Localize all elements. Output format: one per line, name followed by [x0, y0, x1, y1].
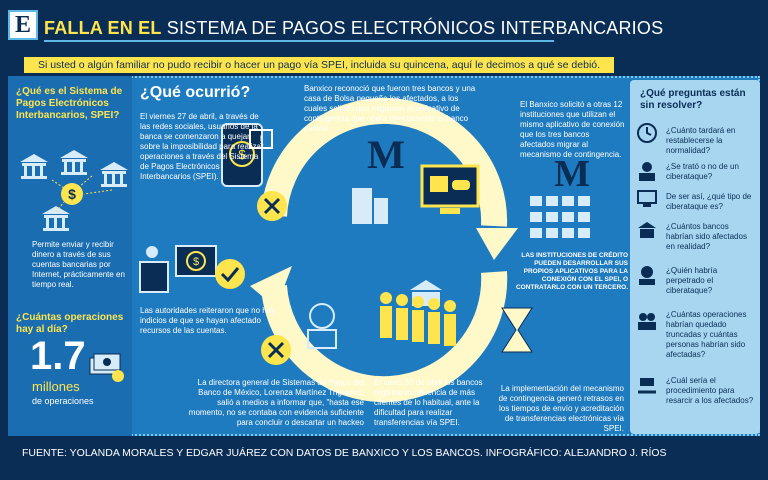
- bank-icon: [60, 150, 88, 175]
- mobile-payment-icon: $: [221, 123, 263, 187]
- dollar-coin-icon: $: [61, 183, 83, 205]
- footer-credits: FUENTE: YOLANDA MORALES Y EDGAR JUÁREZ C…: [22, 447, 667, 459]
- question-item: ¿Cuál sería el procedimiento para resarc…: [666, 376, 754, 405]
- hourglass-icon: [501, 307, 533, 353]
- cycle-arrow-top: [261, 97, 508, 227]
- cycle-arrowhead-right: [476, 228, 518, 260]
- title-rest: SISTEMA DE PAGOS ELECTRÓNICOS INTERBANCA…: [166, 18, 664, 38]
- bank-icon: [20, 154, 48, 179]
- building-icon: [352, 188, 388, 224]
- bank-icons-cluster: $: [20, 150, 128, 231]
- svg-text:$: $: [68, 186, 76, 202]
- bank-icon: [100, 162, 128, 187]
- banxico-logo: M: [554, 153, 590, 195]
- hand-money-icon: [638, 378, 656, 394]
- computer-icon: [637, 190, 657, 207]
- bank-icons-grid: [530, 196, 590, 238]
- x-mark-icon: [261, 335, 291, 365]
- svg-text:!: !: [259, 133, 262, 147]
- bank-icon: [638, 222, 656, 238]
- page-title: FALLA EN EL SISTEMA DE PAGOS ELECTRÓNICO…: [44, 18, 663, 39]
- thief-icon: [639, 266, 655, 285]
- question-item: ¿Se trató o no de un ciberataque?: [666, 162, 739, 181]
- clock-icon: [637, 123, 657, 143]
- spei-description: Permite enviar y recibir dinero a través…: [32, 240, 125, 289]
- question-item: De ser así, ¿qué tipo de ciberataque es?: [666, 192, 752, 211]
- operations-unit: millones: [32, 379, 80, 394]
- people-group-icon: [638, 313, 656, 330]
- left-column: [8, 76, 132, 436]
- spei-question: ¿Qué es el Sistema de Pagos Electrónicos…: [16, 86, 123, 121]
- footer-bar: [0, 438, 768, 480]
- question-item: ¿Cuánto tardará en restablecerse la norm…: [666, 126, 736, 155]
- svg-text:$: $: [238, 147, 246, 162]
- banxico-logo: M: [367, 132, 405, 177]
- check-icon: [215, 259, 245, 289]
- podium-icon: [139, 246, 169, 293]
- event-text-1: El viernes 27 de abril, a través de las …: [140, 112, 264, 181]
- svg-text:M: M: [367, 132, 405, 177]
- intro-banner: Si usted o algún familiar no pudo recibi…: [24, 57, 614, 73]
- event-text-5: Las autoridades reiteraron que no hay in…: [140, 306, 276, 335]
- money-icon: [89, 353, 124, 382]
- event-text-6: La directora general de Sistemas de Pago…: [188, 378, 364, 427]
- event-text-7: El lunes 30 de abril los bancos registra…: [374, 378, 483, 427]
- title-bold: FALLA EN EL: [44, 18, 162, 38]
- what-happened-heading: ¿Qué ocurrió?: [140, 84, 251, 101]
- event-text-2: Banxico reconoció que fueron tres bancos…: [304, 84, 476, 133]
- title-divider: [44, 40, 554, 42]
- chat-icon: !: [249, 129, 273, 149]
- question-item: ¿Cuántos bancos habrían sido afectados e…: [666, 222, 747, 251]
- queue-people-icon: [380, 292, 456, 346]
- operations-number: 1.7: [30, 334, 86, 378]
- hacker-icon: [639, 162, 655, 181]
- right-column: [630, 80, 760, 434]
- operations-question: ¿Cuántas operaciones hay al día?: [16, 312, 124, 335]
- question-item: ¿Cuántas operaciones habrían quedado tru…: [666, 310, 747, 359]
- cycle-arrowhead-left: [250, 266, 292, 308]
- laptop-dollar-icon: $: [175, 245, 217, 277]
- x-mark-icon: [257, 191, 287, 221]
- bank-icon: [42, 206, 70, 231]
- hacker-icon: [307, 303, 337, 349]
- event-note-4: LAS INSTITUCIONES DE CRÉDITO PUEDEN DESA…: [515, 252, 628, 291]
- svg-text:$: $: [193, 256, 199, 268]
- cycle-graphic: $ ! $ M M: [139, 97, 590, 403]
- event-text-3: El Banxico solicitó a otras 12 instituci…: [520, 100, 625, 159]
- open-questions-heading: ¿Qué preguntas están sin resolver?: [640, 88, 746, 111]
- event-text-8: La implementación del mecanismo de conti…: [498, 384, 624, 433]
- newspaper-logo: E: [8, 10, 38, 40]
- svg-text:M: M: [554, 153, 590, 195]
- cycle-arrow-bottom: [261, 271, 508, 403]
- operations-unit-sub: de operaciones: [32, 396, 94, 406]
- computer-bank-icon: [420, 164, 480, 214]
- question-item: ¿Quién habría perpetrado el ciberataque?: [666, 266, 718, 295]
